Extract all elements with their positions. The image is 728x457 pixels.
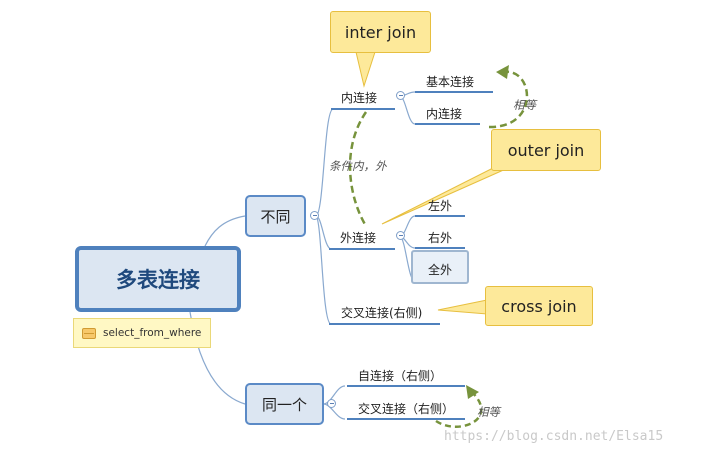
relation-condition: 条件内，外 <box>329 159 387 173</box>
node-outer-join[interactable]: 外连接 <box>340 231 377 245</box>
watermark: https://blog.csdn.net/Elsa15 <box>444 429 664 444</box>
callout-outer-join-label: outer join <box>507 140 585 160</box>
node-full-outer[interactable]: 全外 <box>428 263 453 277</box>
relation-equal-top: 相等 <box>513 98 536 112</box>
collapse-same-icon[interactable] <box>327 399 336 408</box>
node-inner-join-child[interactable]: 内连接 <box>426 107 463 121</box>
node-right-outer[interactable]: 右外 <box>428 231 453 245</box>
root-node[interactable]: 多表连接 <box>75 246 241 312</box>
note-text: select_from_where <box>103 327 202 339</box>
callout-inter-join[interactable]: inter join <box>330 11 431 53</box>
callout-inter-join-label: inter join <box>344 22 417 42</box>
callout-outer-join[interactable]: outer join <box>491 129 601 171</box>
collapse-inner-icon[interactable] <box>396 91 405 100</box>
callout-cross-join-label: cross join <box>501 296 577 316</box>
collapse-different-icon[interactable] <box>310 211 319 220</box>
branch-different[interactable]: 不同 <box>245 195 306 237</box>
callout-cross-join[interactable]: cross join <box>485 286 593 326</box>
branch-same-label: 同一个 <box>261 395 307 414</box>
collapse-outer-icon[interactable] <box>396 231 405 240</box>
node-full-outer-selection[interactable] <box>411 250 469 284</box>
root-label: 多表连接 <box>116 268 200 292</box>
node-cross-join[interactable]: 交叉连接(右侧) <box>341 306 423 320</box>
branch-same[interactable]: 同一个 <box>245 383 324 425</box>
node-left-outer[interactable]: 左外 <box>428 199 453 213</box>
node-basic-join[interactable]: 基本连接 <box>426 75 475 89</box>
relation-equal-bottom: 相等 <box>477 405 500 419</box>
node-self-join[interactable]: 自连接（右侧） <box>358 369 443 383</box>
note-icon <box>82 327 96 339</box>
node-cross-join-same[interactable]: 交叉连接（右侧） <box>358 402 455 416</box>
branch-different-label: 不同 <box>260 207 291 226</box>
node-inner-join[interactable]: 内连接 <box>341 91 378 105</box>
note-box[interactable]: select_from_where <box>73 318 211 348</box>
